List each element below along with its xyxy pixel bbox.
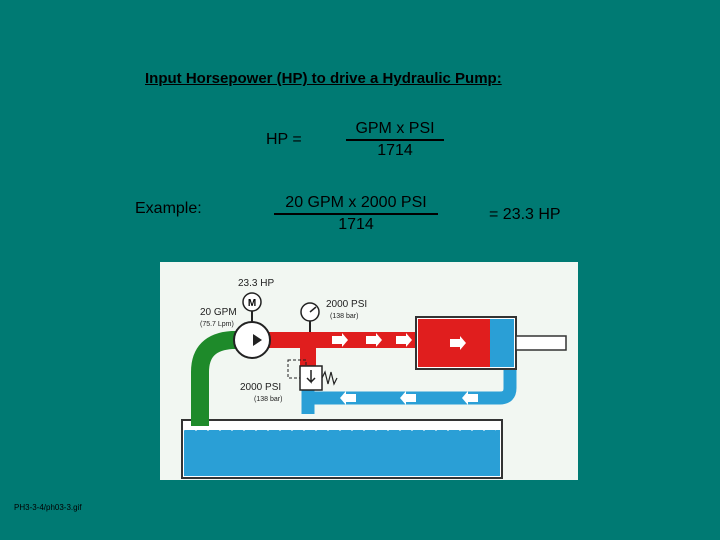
cylinder-rod-chamber: [498, 319, 514, 367]
cylinder-piston: [490, 319, 498, 367]
pressure-top-bar-label: (138 bar): [330, 313, 358, 320]
formula-lhs: HP =: [266, 131, 302, 148]
example-denominator: 1714: [338, 216, 374, 233]
pressure-branch: [300, 348, 316, 368]
example-fraction: 20 GPM x 2000 PSI 1714: [274, 194, 438, 234]
gauge-needle: [309, 306, 317, 313]
pump-arrow: [253, 334, 262, 346]
motor-label: M: [248, 298, 256, 309]
flow-arrow: [462, 391, 478, 405]
relief-valve-arrow: [306, 370, 316, 384]
pressure-top-label: 2000 PSI: [326, 299, 367, 310]
flow-gpm-label: 20 GPM: [200, 307, 237, 318]
flow-arrow: [396, 333, 412, 347]
fluid-surface: [183, 426, 497, 432]
relief-spring: [321, 370, 338, 386]
hydraulic-circuit-diagram: M 23.3 HP 20 GPM (75.7 Lpm) 2000 PSI (13…: [181, 278, 567, 479]
return-line: [301, 320, 517, 414]
formula-denominator: 1714: [377, 142, 413, 159]
motor-hp-label: 23.3 HP: [238, 278, 274, 289]
suction-line: [191, 331, 248, 426]
pressure-bottom-label: 2000 PSI: [240, 382, 281, 393]
hydraulic-circuit-figure: M 23.3 HP 20 GPM (75.7 Lpm) 2000 PSI (13…: [160, 262, 578, 480]
flow-arrow: [332, 333, 348, 347]
footer-filename: PH3-3-4/ph03-3.gif: [14, 503, 82, 512]
flow-arrows: [332, 333, 478, 405]
pump-symbol: [233, 321, 271, 359]
flow-arrow: [400, 391, 416, 405]
slide-title: Input Horsepower (HP) to drive a Hydraul…: [145, 70, 502, 87]
diagram-labels: 23.3 HP 20 GPM (75.7 Lpm) 2000 PSI (138 …: [200, 278, 367, 403]
formula-numerator: GPM x PSI: [346, 120, 444, 141]
tank-fluid: [184, 430, 500, 476]
pressure-bottom-bar-label: (138 bar): [254, 396, 282, 403]
example-result: = 23.3 HP: [489, 206, 561, 223]
motor-symbol: [242, 292, 262, 312]
formula-fraction: GPM x PSI 1714: [346, 120, 444, 160]
flow-arrow: [450, 336, 466, 350]
example-label: Example:: [135, 200, 202, 217]
flow-arrow: [340, 391, 356, 405]
cylinder-rod: [515, 335, 567, 351]
flow-arrow: [366, 333, 382, 347]
flow-lpm-label: (75.7 Lpm): [200, 321, 234, 328]
example-numerator: 20 GPM x 2000 PSI: [274, 194, 438, 215]
